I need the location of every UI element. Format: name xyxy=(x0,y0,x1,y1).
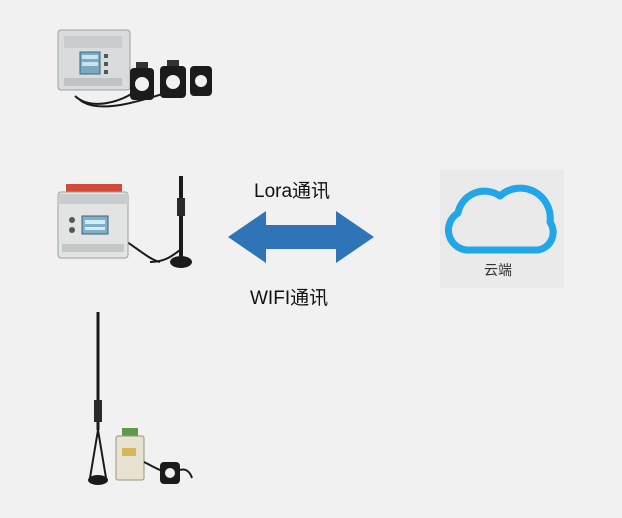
meter-with-ct-device xyxy=(57,29,212,108)
wifi-communication-label: WIFI通讯 xyxy=(250,288,329,309)
cloud-panel xyxy=(440,170,564,288)
cloud-icon xyxy=(444,184,557,254)
lora-communication-label: Lora通讯 xyxy=(254,181,331,202)
cloud-caption: 云端 xyxy=(484,263,512,279)
double-arrow-icon xyxy=(228,211,374,263)
meter-with-antenna-device xyxy=(57,176,192,268)
module-with-antenna-device xyxy=(88,312,193,485)
